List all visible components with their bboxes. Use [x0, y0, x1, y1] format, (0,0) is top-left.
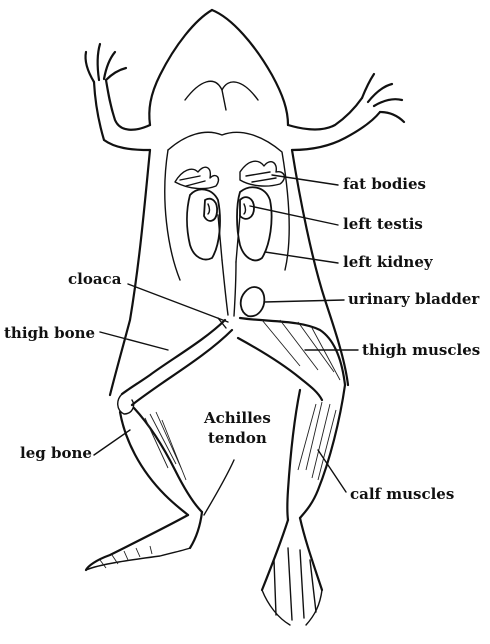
label-thigh-bone: thigh bone — [4, 324, 95, 342]
label-cloaca: cloaca — [68, 270, 122, 288]
label-achilles: Achilles — [203, 409, 271, 427]
label-urinary-bladder: urinary bladder — [348, 290, 480, 308]
cloaca-and-bladder-shape — [222, 260, 264, 316]
fat-bodies-shape — [175, 161, 284, 188]
label-thigh-muscles: thigh muscles — [362, 341, 480, 359]
achilles-tendon-line — [204, 460, 234, 515]
label-left-testis: left testis — [343, 215, 423, 233]
label-fat-bodies: fat bodies — [343, 175, 426, 193]
label-tendon: tendon — [208, 429, 267, 447]
label-leg-bone: leg bone — [20, 444, 92, 462]
kidneys-and-testes-shape — [187, 187, 272, 262]
label-left-kidney: left kidney — [343, 253, 434, 271]
hind-legs — [86, 318, 345, 625]
label-calf-muscles: calf muscles — [350, 485, 454, 503]
